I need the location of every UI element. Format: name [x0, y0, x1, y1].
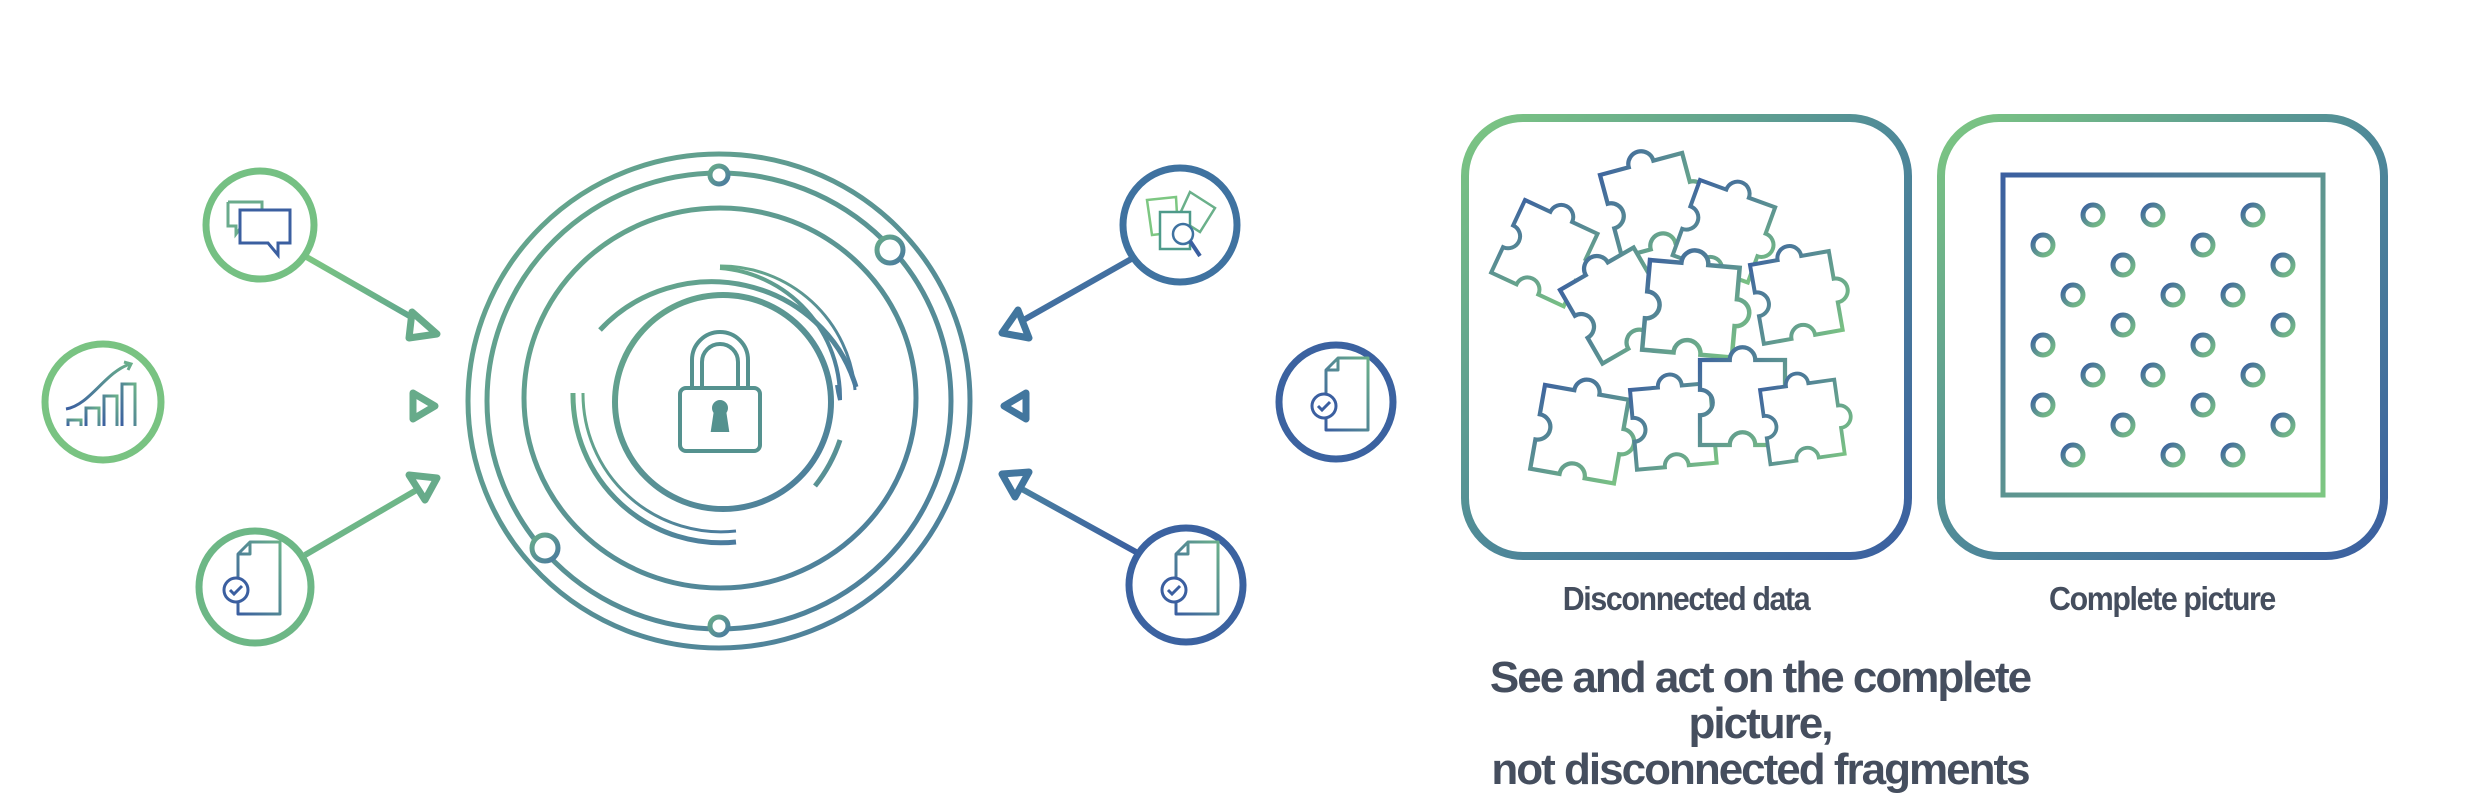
left-source-document [195, 471, 441, 647]
security-hub [465, 151, 973, 651]
arrow-head-icon [409, 389, 439, 423]
arrow-head-icon [405, 308, 441, 342]
left-source-chat [202, 167, 441, 342]
left-source-chart [41, 340, 439, 464]
headline-line-2: not disconnected fragments [1491, 745, 2030, 794]
right-source-document-1 [1000, 341, 1397, 463]
padlock-icon [678, 330, 762, 453]
growth-chart-icon [65, 360, 137, 435]
panel-label-complete: Complete picture [2049, 580, 2276, 617]
arrow-head-icon [405, 471, 441, 504]
arrow-head-icon [998, 306, 1033, 342]
arrow-head-icon [1000, 389, 1030, 423]
document-search-icon [1145, 190, 1217, 258]
headline: See and act on the complete picture, not… [1460, 655, 2060, 793]
right-source-search [998, 164, 1241, 342]
headline-line-1: See and act on the complete picture, [1489, 653, 2032, 748]
assembled-puzzle-icon [2000, 172, 2326, 498]
panel-label-disconnected: Disconnected data [1562, 580, 1811, 617]
panel-disconnected-data [1461, 114, 1912, 560]
right-source-document-2 [998, 468, 1247, 646]
panel-complete-picture [1937, 114, 2388, 560]
chat-bubbles-icon [226, 200, 292, 260]
arrow-head-icon [998, 468, 1033, 501]
